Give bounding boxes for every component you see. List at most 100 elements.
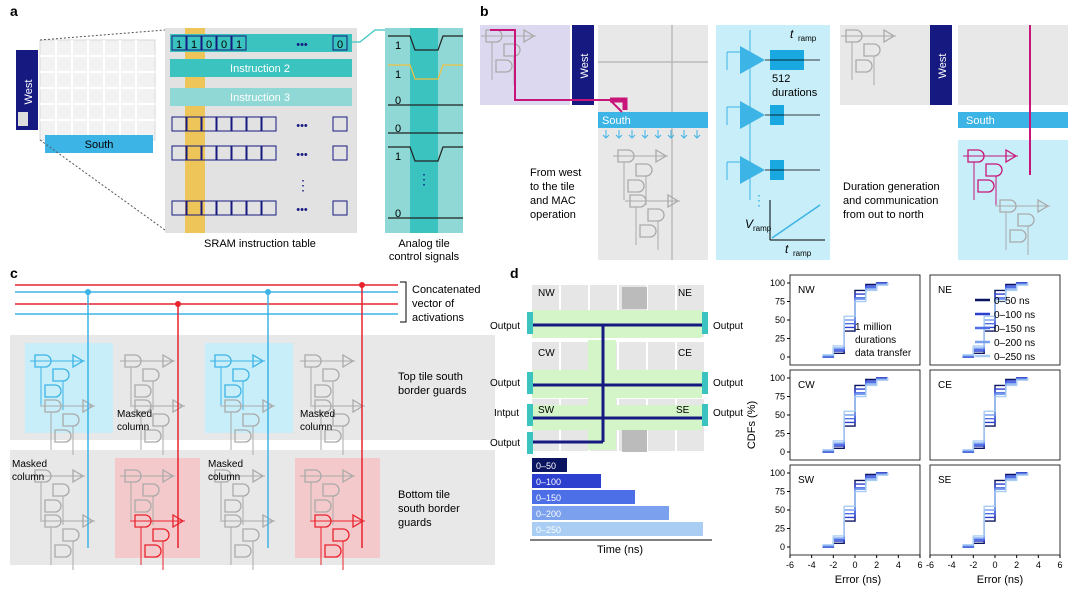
south-arrow — [628, 130, 636, 139]
sram-cell — [246, 200, 262, 216]
analog-caption-2: control signals — [389, 251, 460, 263]
west-tile2-and-gate — [863, 43, 881, 57]
cdf-xtick-label: -4 — [808, 560, 816, 570]
bit-cell — [332, 35, 348, 51]
c-tile-and-gate — [134, 399, 152, 413]
bit-cell — [216, 35, 232, 51]
c-tile-and-gate — [314, 399, 332, 413]
cdf-xtick-label: -2 — [829, 560, 837, 570]
c-tile-and-gate — [134, 499, 152, 513]
c-tile-and-gate — [44, 384, 62, 398]
top-guard-label-1: Top tile south — [398, 371, 463, 383]
sram-cell — [201, 116, 217, 132]
cdf-xtick-label: 6 — [1057, 560, 1062, 570]
sram-cell — [231, 145, 247, 161]
t-ramp-top: t — [790, 27, 794, 41]
activation-label-1: Concatenated — [412, 284, 481, 296]
cdf-series-line — [822, 378, 889, 451]
cdf-ytick-label: 0 — [780, 352, 785, 362]
magenta-arrow-b — [610, 97, 628, 110]
tile-b2-and-gate — [967, 149, 985, 163]
cdf-ytick-label: 0 — [780, 542, 785, 552]
cdf-xtick-label: 6 — [917, 560, 922, 570]
cdf-ytick-label: 100 — [770, 468, 785, 478]
sram-caption: SRAM instruction table — [204, 238, 316, 250]
instruction-2-label: Instruction 2 — [230, 63, 290, 75]
zoom-line-top — [39, 29, 166, 41]
tile-b2-and-gate — [999, 199, 1017, 213]
d-tile-grey — [622, 430, 647, 452]
tile-array-d — [527, 285, 708, 454]
signal-value: 0 — [395, 208, 401, 220]
c-tile-and-gate — [54, 544, 72, 558]
d-port — [527, 372, 533, 394]
tile-b1-and-gate — [635, 163, 653, 177]
south-arrow — [641, 130, 649, 139]
bottom-guard-label-3: guards — [398, 517, 432, 529]
cdf-ytick-label: 75 — [775, 487, 785, 497]
time-bar-label: 0–150 — [536, 493, 561, 503]
time-axis-label: Time (ns) — [597, 544, 643, 556]
cdf-xlabel-right: Error (ns) — [977, 574, 1023, 586]
port-output-1r: Output — [713, 321, 743, 332]
cdf-panel-label: NE — [938, 285, 952, 296]
cdf-ytick-label: 0 — [780, 447, 785, 457]
corner-ce: CE — [678, 348, 692, 359]
cdf-xtick-label: -2 — [969, 560, 977, 570]
cdf-ytick-label: 100 — [770, 373, 785, 383]
cdf-ytick-label: 25 — [775, 334, 785, 344]
t-ramp-axis-sub: ramp — [793, 249, 812, 258]
sram-cell — [186, 116, 202, 132]
port-output-2l: Output — [490, 378, 520, 389]
c-tile-and-gate — [314, 514, 332, 528]
sram-cell — [216, 200, 232, 216]
west-indicator — [18, 112, 28, 126]
time-bar-label: 0–250 — [536, 525, 561, 535]
bit-cell — [231, 35, 247, 51]
c-tile-and-gate — [224, 514, 242, 528]
south-bar-b — [598, 112, 708, 128]
bit-cell — [201, 35, 217, 51]
south-label: South — [85, 139, 114, 151]
cdf-xtick-label: 2 — [874, 560, 879, 570]
c-tile-and-gate — [324, 429, 342, 443]
column-lines-c — [85, 282, 365, 548]
signal-value: 0 — [395, 95, 401, 107]
sram-cell — [201, 145, 217, 161]
cdf-series-line — [962, 473, 1029, 546]
bit-ellipsis: ••• — [296, 39, 308, 51]
caption-b2: Duration generation and communication fr… — [843, 181, 940, 221]
tile-b1-and-gate — [639, 224, 657, 238]
south-arrows — [602, 130, 701, 139]
cdf-ytick-label: 100 — [770, 278, 785, 288]
sram-vertical-ellipsis: ⋮ — [296, 177, 310, 193]
bottom-guard-2 — [295, 458, 380, 558]
time-bar-label: 0–100 — [536, 477, 561, 487]
c-tile-and-gate — [34, 469, 52, 483]
sram-cell — [332, 116, 348, 132]
durations-line1: 512 — [772, 73, 790, 85]
time-bar-label: 0–50 — [536, 461, 556, 471]
port-output-1l: Output — [490, 321, 520, 332]
west-bar-b — [572, 25, 594, 105]
south-label-b2: South — [966, 115, 995, 127]
west-label-b: West — [579, 54, 591, 79]
annotation-3: data transfer — [855, 348, 912, 359]
c-tile-and-gate — [144, 429, 162, 443]
caption-b2-line1: Duration generation — [843, 181, 940, 193]
cdf-ytick-label: 50 — [775, 505, 785, 515]
tile-b2-and-gate — [985, 163, 1003, 177]
c-tile-and-gate — [224, 499, 242, 513]
sram-cell — [171, 116, 187, 132]
c-tile-and-gate — [134, 384, 152, 398]
bit-cell — [171, 35, 187, 51]
west-tile-region-2 — [840, 25, 930, 105]
south-arrow — [615, 130, 623, 139]
top-guard-1 — [25, 343, 113, 433]
annotation-1: 1 million — [855, 322, 892, 333]
c-tile-and-gate — [44, 514, 62, 528]
panel-b-label: b — [480, 3, 489, 19]
comparator — [740, 101, 765, 129]
time-bar — [532, 474, 601, 488]
cdf-xtick-label: 0 — [992, 560, 997, 570]
